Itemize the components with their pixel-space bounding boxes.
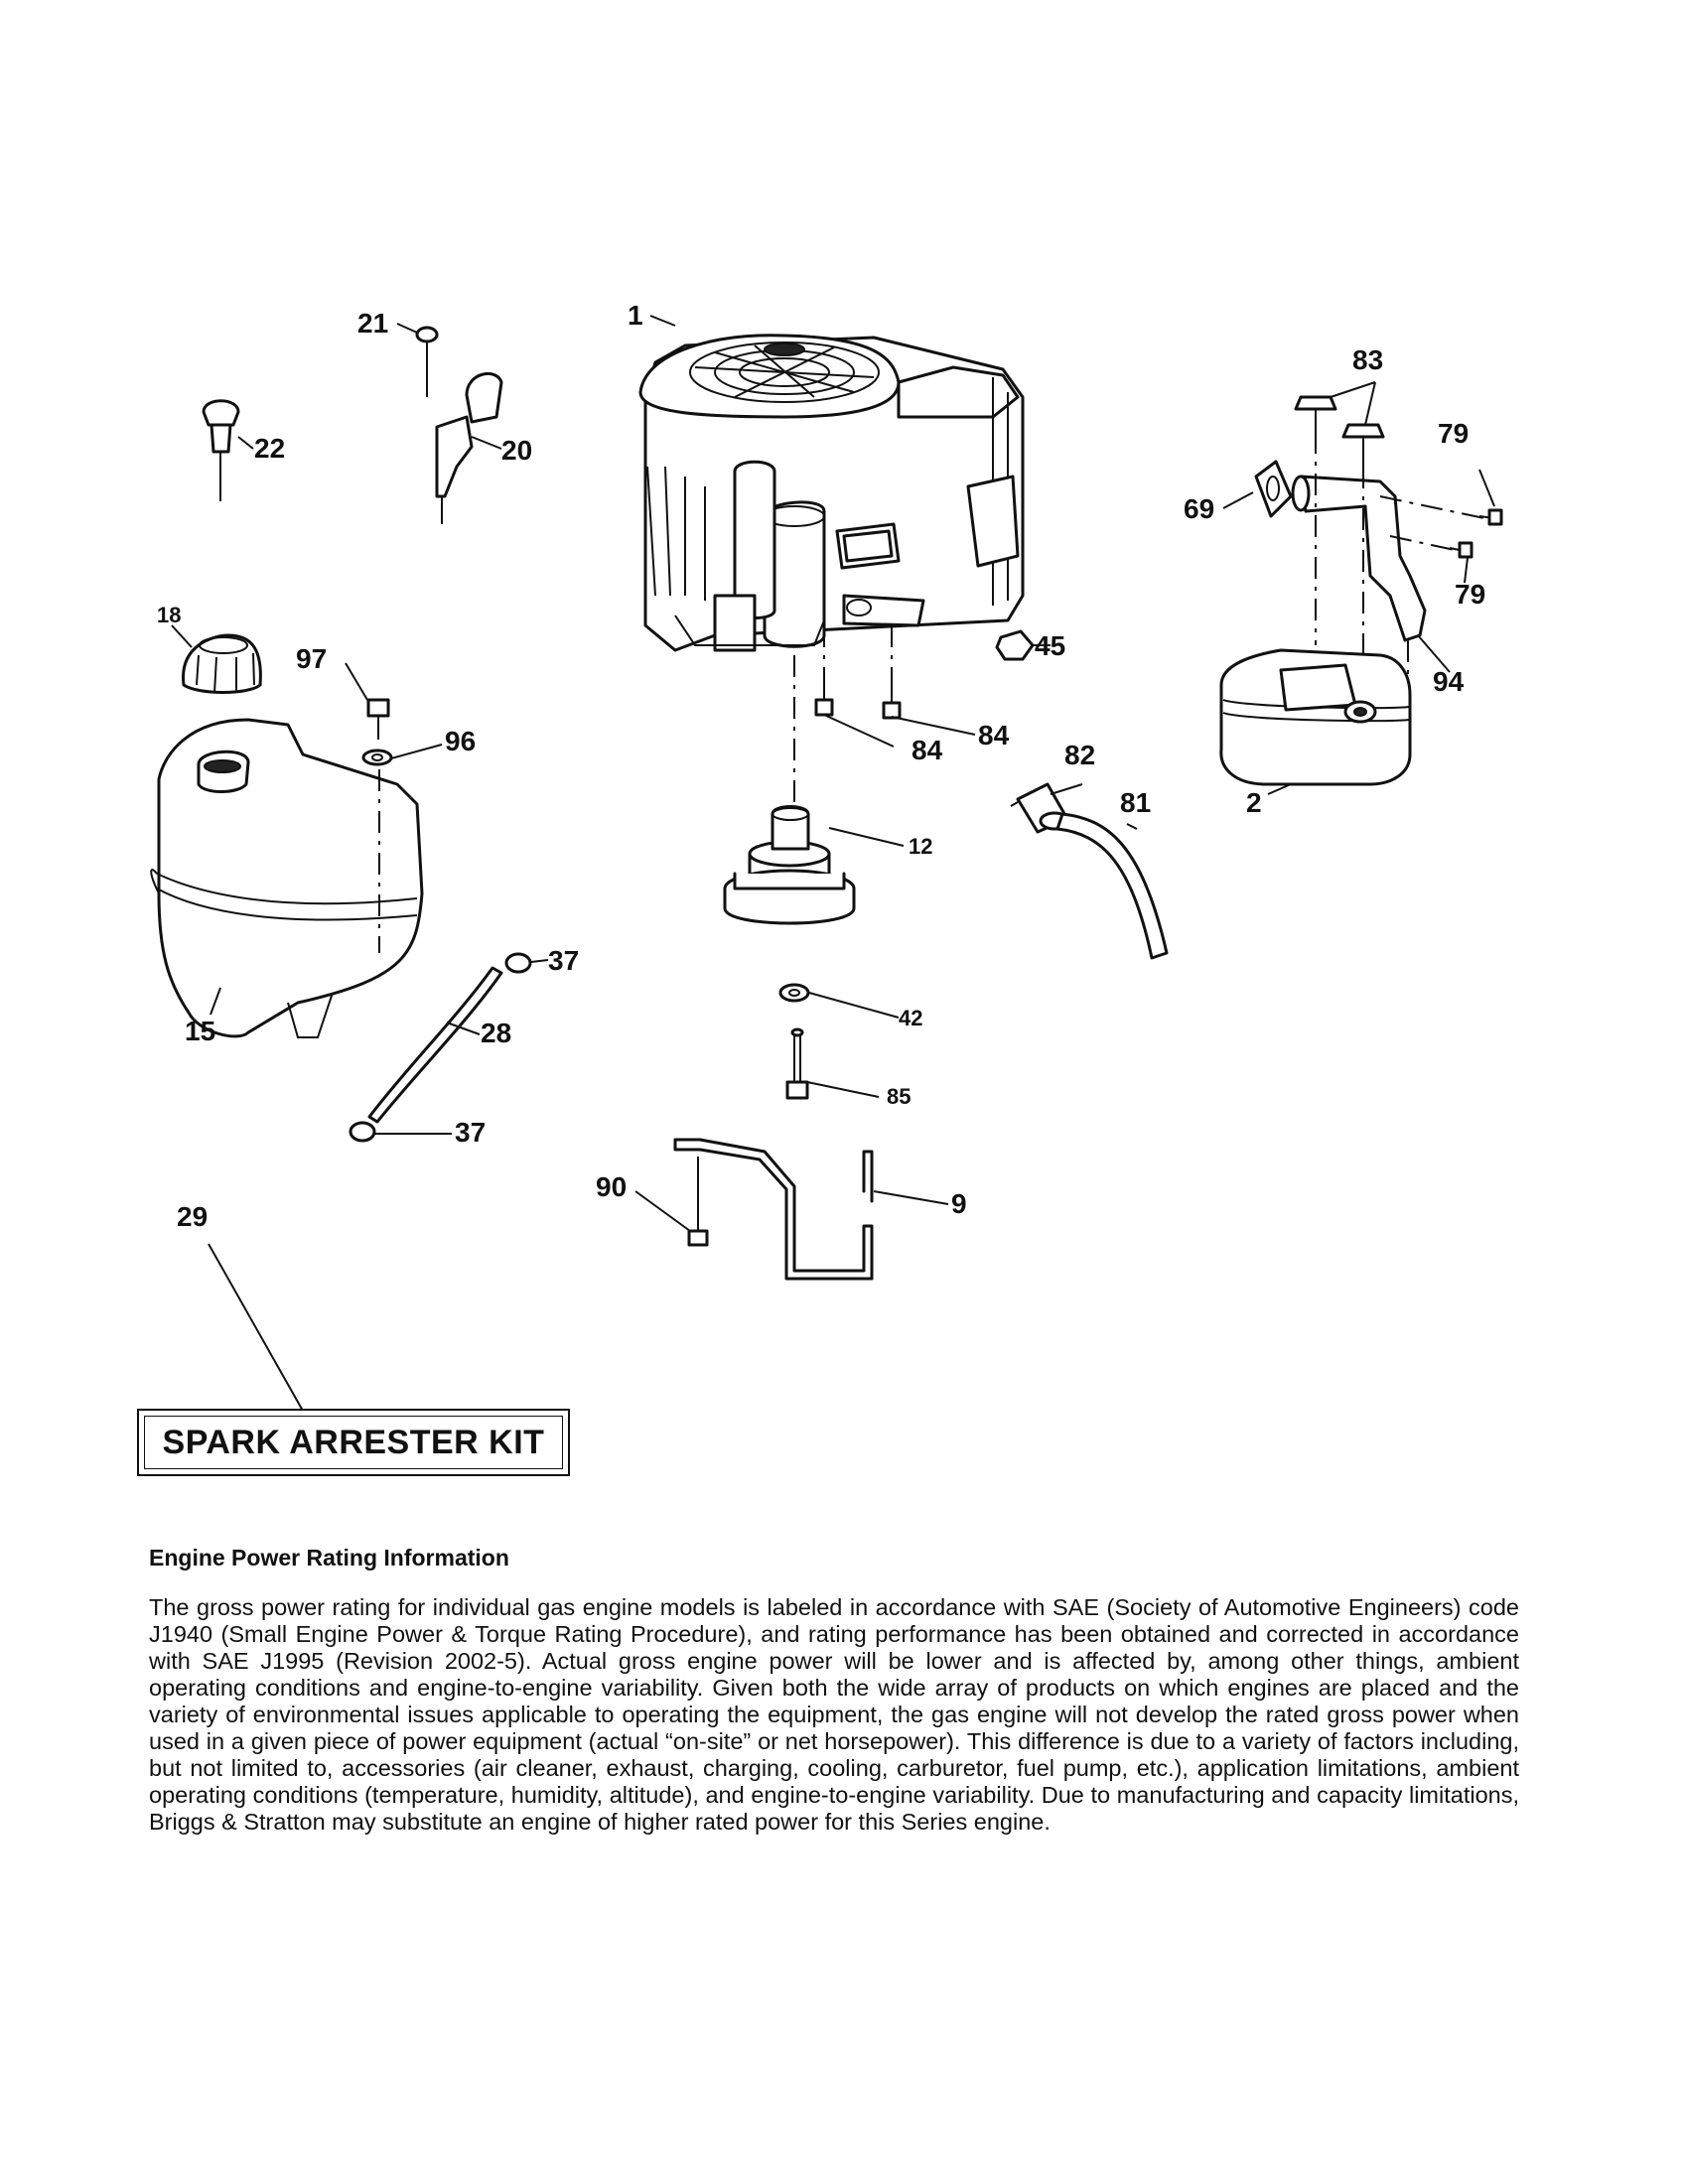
bracket-9 [673,1138,874,1281]
bolt-85 [785,1027,809,1100]
callout-85: 85 [887,1084,911,1109]
callout-12: 12 [909,834,932,859]
rating-info-body: The gross power rating for individual ga… [149,1594,1519,1835]
callout-22: 22 [254,433,285,464]
fuel-tank-15 [150,718,424,1038]
exhaust-pipe-94 [1291,475,1427,642]
bolt-90 [687,1157,709,1247]
callout-18: 18 [157,603,181,627]
spark-arrester-kit-box: SPARK ARRESTER KIT [137,1409,570,1476]
pulley-12 [723,655,856,925]
bolt-84-left [814,670,834,717]
callout-2: 2 [1246,787,1262,818]
washer-96 [361,749,393,766]
bolt-21 [415,326,439,397]
callout-84-left: 84 [912,735,943,765]
fuel-cap-18 [182,633,262,694]
bolt-83-right [1341,423,1385,467]
screw-79-upper [1478,508,1503,526]
callout-labels: 1 21 22 20 18 97 96 15 37 28 37 45 84 84… [157,300,1485,1232]
bolt-97 [366,698,390,740]
callout-94: 94 [1433,666,1465,697]
washer-42 [778,983,810,1003]
leader-lines [171,315,1495,1421]
callout-79-upper: 79 [1438,418,1469,449]
callout-79-lower: 79 [1455,579,1485,610]
clamp-37-upper [504,952,532,974]
callout-15: 15 [185,1016,215,1046]
knob-22 [202,399,240,501]
callout-97: 97 [296,643,327,674]
callout-69: 69 [1184,493,1214,524]
rating-info-title: Engine Power Rating Information [149,1545,509,1570]
callout-20: 20 [501,435,532,466]
nut-45 [995,629,1035,661]
bolt-84-right [882,675,902,720]
callout-42: 42 [899,1006,922,1030]
callout-37-upper: 37 [548,945,579,976]
clamp-37-lower [349,1121,376,1143]
callout-83: 83 [1352,344,1383,375]
callout-45: 45 [1035,630,1065,661]
callout-90: 90 [596,1171,627,1202]
muffler-2 [1219,648,1412,786]
callout-1: 1 [628,300,643,331]
spark-arrester-kit-label: SPARK ARRESTER KIT [162,1423,545,1461]
callout-37-lower: 37 [455,1117,486,1148]
gasket-69 [1254,460,1293,518]
fuel-hose-28 [367,966,503,1124]
callout-9: 9 [951,1188,967,1219]
callout-84-right: 84 [978,720,1010,751]
callout-21: 21 [357,308,388,339]
callout-29: 29 [177,1201,208,1232]
engine [638,334,1025,652]
bolt-83-left [1294,395,1337,432]
screw-79-lower [1449,541,1474,559]
parts-diagram: 1 21 22 20 18 97 96 15 37 28 37 45 84 84… [150,300,1503,1421]
callout-96: 96 [445,726,476,756]
callout-81: 81 [1120,787,1151,818]
callout-82: 82 [1064,740,1095,770]
throttle-bracket-20 [435,372,503,524]
hose-81 [1055,812,1169,960]
callout-28: 28 [481,1018,511,1048]
